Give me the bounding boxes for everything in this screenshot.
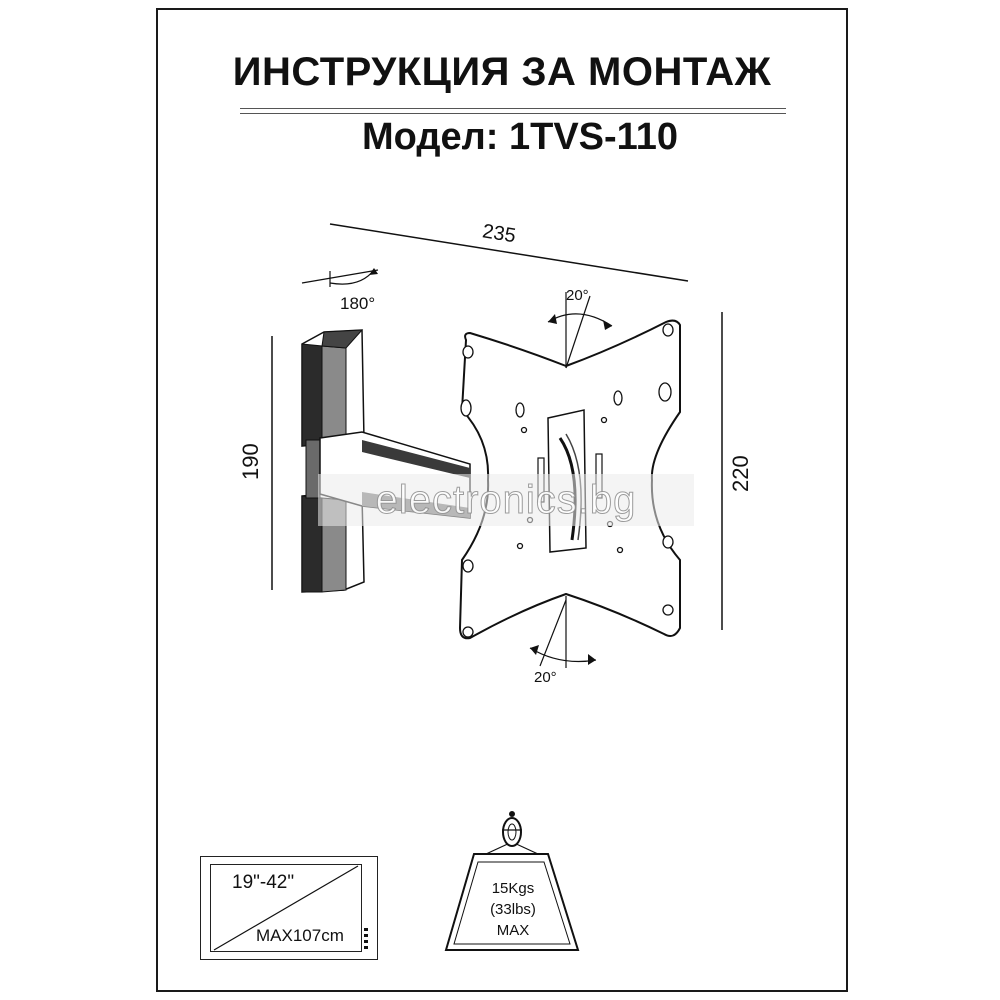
tv-size-box (200, 856, 378, 960)
arm-height-label: 190 (238, 443, 263, 480)
load-kg-label: 15Kgs (491, 880, 535, 897)
width-dimension-line (329, 223, 689, 282)
tilt-indicator-top (547, 292, 613, 369)
title-rule-top (240, 108, 786, 109)
swivel-indicator (301, 268, 379, 287)
vesa-holes (460, 323, 674, 638)
width-label: 235 (481, 220, 517, 247)
load-lbs-label: (33lbs) (490, 901, 536, 918)
tv-screen-outline (210, 864, 362, 952)
model-label: Модел: 1TVS-110 (362, 116, 678, 158)
tv-max-label: MAX107cm (256, 926, 344, 945)
tilt-bottom-label: 20° (534, 669, 557, 686)
wall-bracket-upper (301, 329, 365, 447)
tv-size-label: 19"-42" (232, 872, 295, 893)
tilt-top-label: 20° (566, 287, 589, 304)
swivel-label: 180° (340, 294, 375, 313)
load-weight-icon (444, 811, 580, 951)
page-title: ИНСТРУКЦИЯ ЗА МОНТАЖ (232, 50, 772, 94)
load-max-label: MAX (496, 922, 530, 939)
watermark-text: electronics.bg (375, 478, 637, 523)
tilt-indicator-bottom (529, 596, 597, 668)
tv-indicator-dots (364, 928, 368, 949)
watermark-band (318, 474, 694, 526)
page-frame (156, 8, 848, 992)
tv-diagonal-line (213, 865, 359, 951)
plate-height-label: 220 (728, 455, 753, 492)
title-rule-bottom (240, 113, 786, 114)
